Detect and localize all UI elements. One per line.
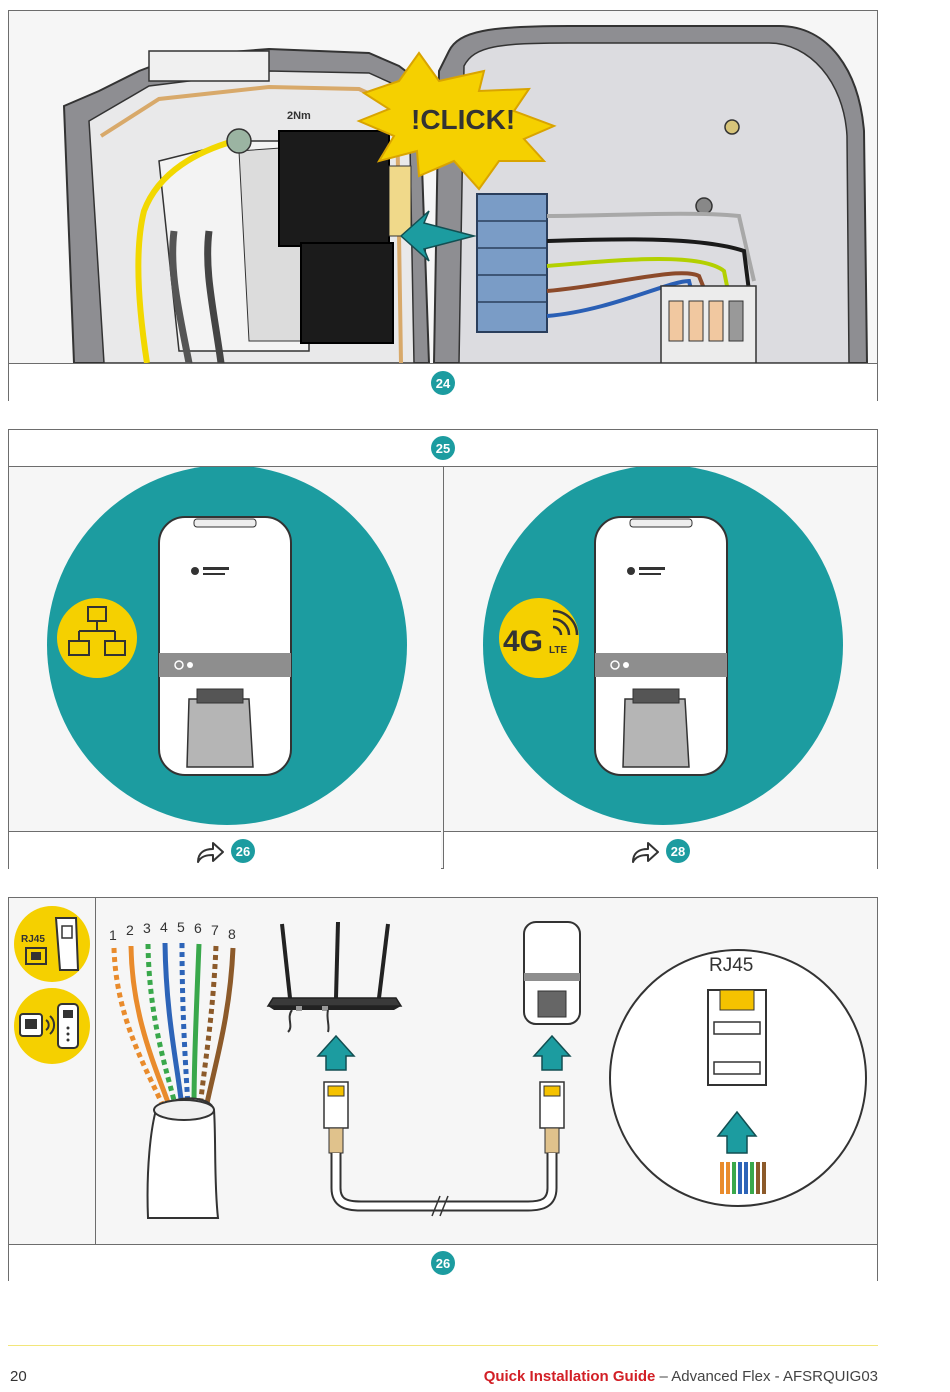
stripped-wire-ends [720, 1162, 766, 1194]
step-24-illustration: 2Nm !CLICK! [62, 25, 869, 363]
next-step-badge-26[interactable]: 26 [231, 839, 255, 863]
step-25-divider [443, 467, 444, 869]
pin-number-3: 3 [143, 920, 151, 936]
cable-tester-icon [14, 988, 90, 1064]
pin-number-5: 5 [177, 919, 185, 935]
footer-title: Quick Installation Guide – Advanced Flex… [484, 1368, 878, 1385]
step-24-footer: 24 [9, 363, 877, 402]
step-25-panel: 25 4G LTE [8, 429, 878, 870]
step-26-badge: 26 [431, 1251, 455, 1275]
next-step-badge-28[interactable]: 28 [666, 839, 690, 863]
ethernet-option-illustration [47, 467, 407, 825]
step-26-footer: 26 [9, 1244, 877, 1282]
pin-number-1: 1 [109, 927, 117, 943]
step-26-panel: RJ45 1 2 3 4 5 6 7 8 [8, 897, 878, 1282]
step-25-next-right: 28 [444, 831, 877, 870]
network-icon [57, 598, 137, 678]
step-25-header: 25 [9, 430, 877, 467]
go-to-arrow-icon [197, 842, 224, 863]
guide-subtitle: Advanced Flex - AFSRQUIG03 [671, 1368, 878, 1385]
rj45-crimp-tool-icon: RJ45 [14, 906, 90, 982]
wiring-illustration: 1 2 3 4 5 6 7 8 [109, 919, 867, 1219]
guide-title: Quick Installation Guide [483, 1368, 656, 1385]
step-24-panel: 2Nm !CLICK! 24 [8, 10, 878, 402]
lte-4g-icon [499, 598, 579, 678]
footer-separator: – [655, 1368, 672, 1385]
tool-column: RJ45 [9, 898, 96, 1244]
torque-label: 2Nm [287, 110, 311, 122]
step-25-badge: 25 [431, 436, 455, 460]
pin-number-4: 4 [160, 919, 168, 935]
pin-number-8: 8 [228, 926, 236, 942]
rj45-icon-label: RJ45 [21, 934, 45, 945]
step-25-next-left: 26 [9, 831, 441, 870]
footer-divider [8, 1345, 878, 1346]
go-to-arrow-icon [632, 842, 659, 863]
pin-number-2: 2 [126, 922, 134, 938]
step-24-badge: 24 [431, 371, 455, 395]
click-label: !CLICK! [411, 104, 515, 135]
pin-number-7: 7 [211, 922, 219, 938]
pin-number-6: 6 [194, 920, 202, 936]
lte-4g-label: 4G [503, 625, 543, 658]
page-number: 20 [10, 1368, 27, 1385]
lte-option-illustration: 4G LTE [483, 467, 843, 825]
lte-sub-label: LTE [549, 645, 567, 656]
click-burst-icon [356, 51, 557, 191]
rj45-connector-label: RJ45 [709, 955, 753, 976]
